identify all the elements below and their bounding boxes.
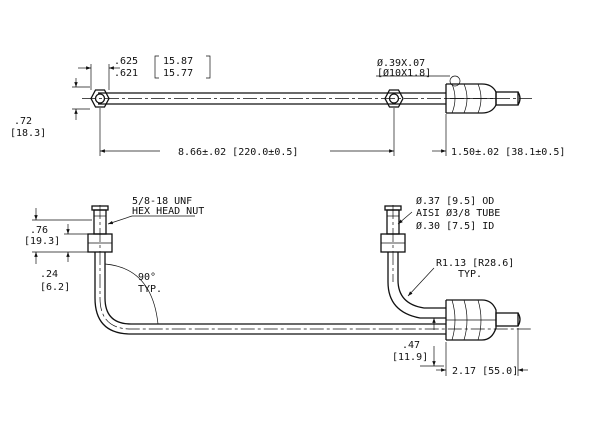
tube-note: AISI Ø3/8 TUBE [416,207,500,219]
nut-flats-min-label: .621 [114,68,138,79]
chamfer-callout: Ø.39X.07 [Ø10X1.8] [376,57,461,87]
thread-note-line-1: 5/8-18 UNF [132,196,192,207]
fitting-offset-dimension: .72 [18.3] [10,78,90,139]
chamfer-label: Ø.39X.07 [377,57,425,69]
nut-height-dimension: .76 [19.3] [24,208,92,264]
tube-spec-callout: Ø.37 [9.5] OD AISI Ø3/8 TUBE Ø.30 [7.5] … [397,195,500,232]
fitting-spacing-label: 8.66±.02 [220.0±0.5] [178,147,298,158]
nut-flats-mm-label: 15.87 [163,56,193,67]
end-fitting-front [445,299,521,341]
fitting-offset-label: .72 [14,116,32,127]
nut-length-mm-label: [6.2] [40,282,70,293]
front-view: 5/8-18 UNF HEX HEAD NUT .76 [19.3] .24 [… [24,195,532,377]
left-hex-nut-front [87,205,113,253]
bend-angle-typ-label: TYP. [138,284,162,295]
nut-flats-mm-min-label: 15.77 [163,68,193,79]
tube-height-mm-label: [11.9] [392,352,428,363]
end-fitting-top [445,83,521,114]
tube-height-dimension: .47 [11.9] [392,317,444,367]
right-hex-nut-top [384,89,404,108]
thread-note-line-2: HEX HEAD NUT [132,206,204,217]
top-view: Ø.39X.07 [Ø10X1.8] .625 .621 15.87 15.77… [10,55,565,158]
bend-radius-label: R1.13 [R28.6] [436,258,514,269]
bend-angle-label: 90° [138,272,156,283]
thread-note: 5/8-18 UNF HEX HEAD NUT [107,196,204,225]
bend-radius-callout: R1.13 [R28.6] TYP. [407,258,514,297]
bend-radius-typ-label: TYP. [458,269,482,280]
chamfer-mm-label: [Ø10X1.8] [377,67,431,79]
nut-flats-label: .625 [114,56,138,67]
front-tube [94,205,532,335]
end-extension-label: 2.17 [55.0] [452,366,518,377]
nut-length-dimension: .24 [6.2] [40,224,88,293]
tube-height-label: .47 [402,340,420,351]
nut-height-label: .76 [30,225,48,236]
nut-length-label: .24 [40,269,58,280]
end-extension-dimension: 2.17 [55.0] [436,328,528,377]
od-note: Ø.37 [9.5] OD [416,195,494,207]
end-length-label: 1.50±.02 [38.1±0.5] [451,147,565,158]
id-note: Ø.30 [7.5] ID [416,220,494,232]
bend-angle-callout: 90° TYP. [104,263,162,325]
nut-flats-dimension: .625 .621 15.87 15.77 [78,55,211,90]
left-hex-nut-top [90,89,110,108]
nut-height-mm-label: [19.3] [24,236,60,247]
fitting-offset-mm-label: [18.3] [10,128,46,139]
fitting-spacing-dimension: 8.66±.02 [220.0±0.5] 1.50±.02 [38.1±0.5] [99,108,565,158]
